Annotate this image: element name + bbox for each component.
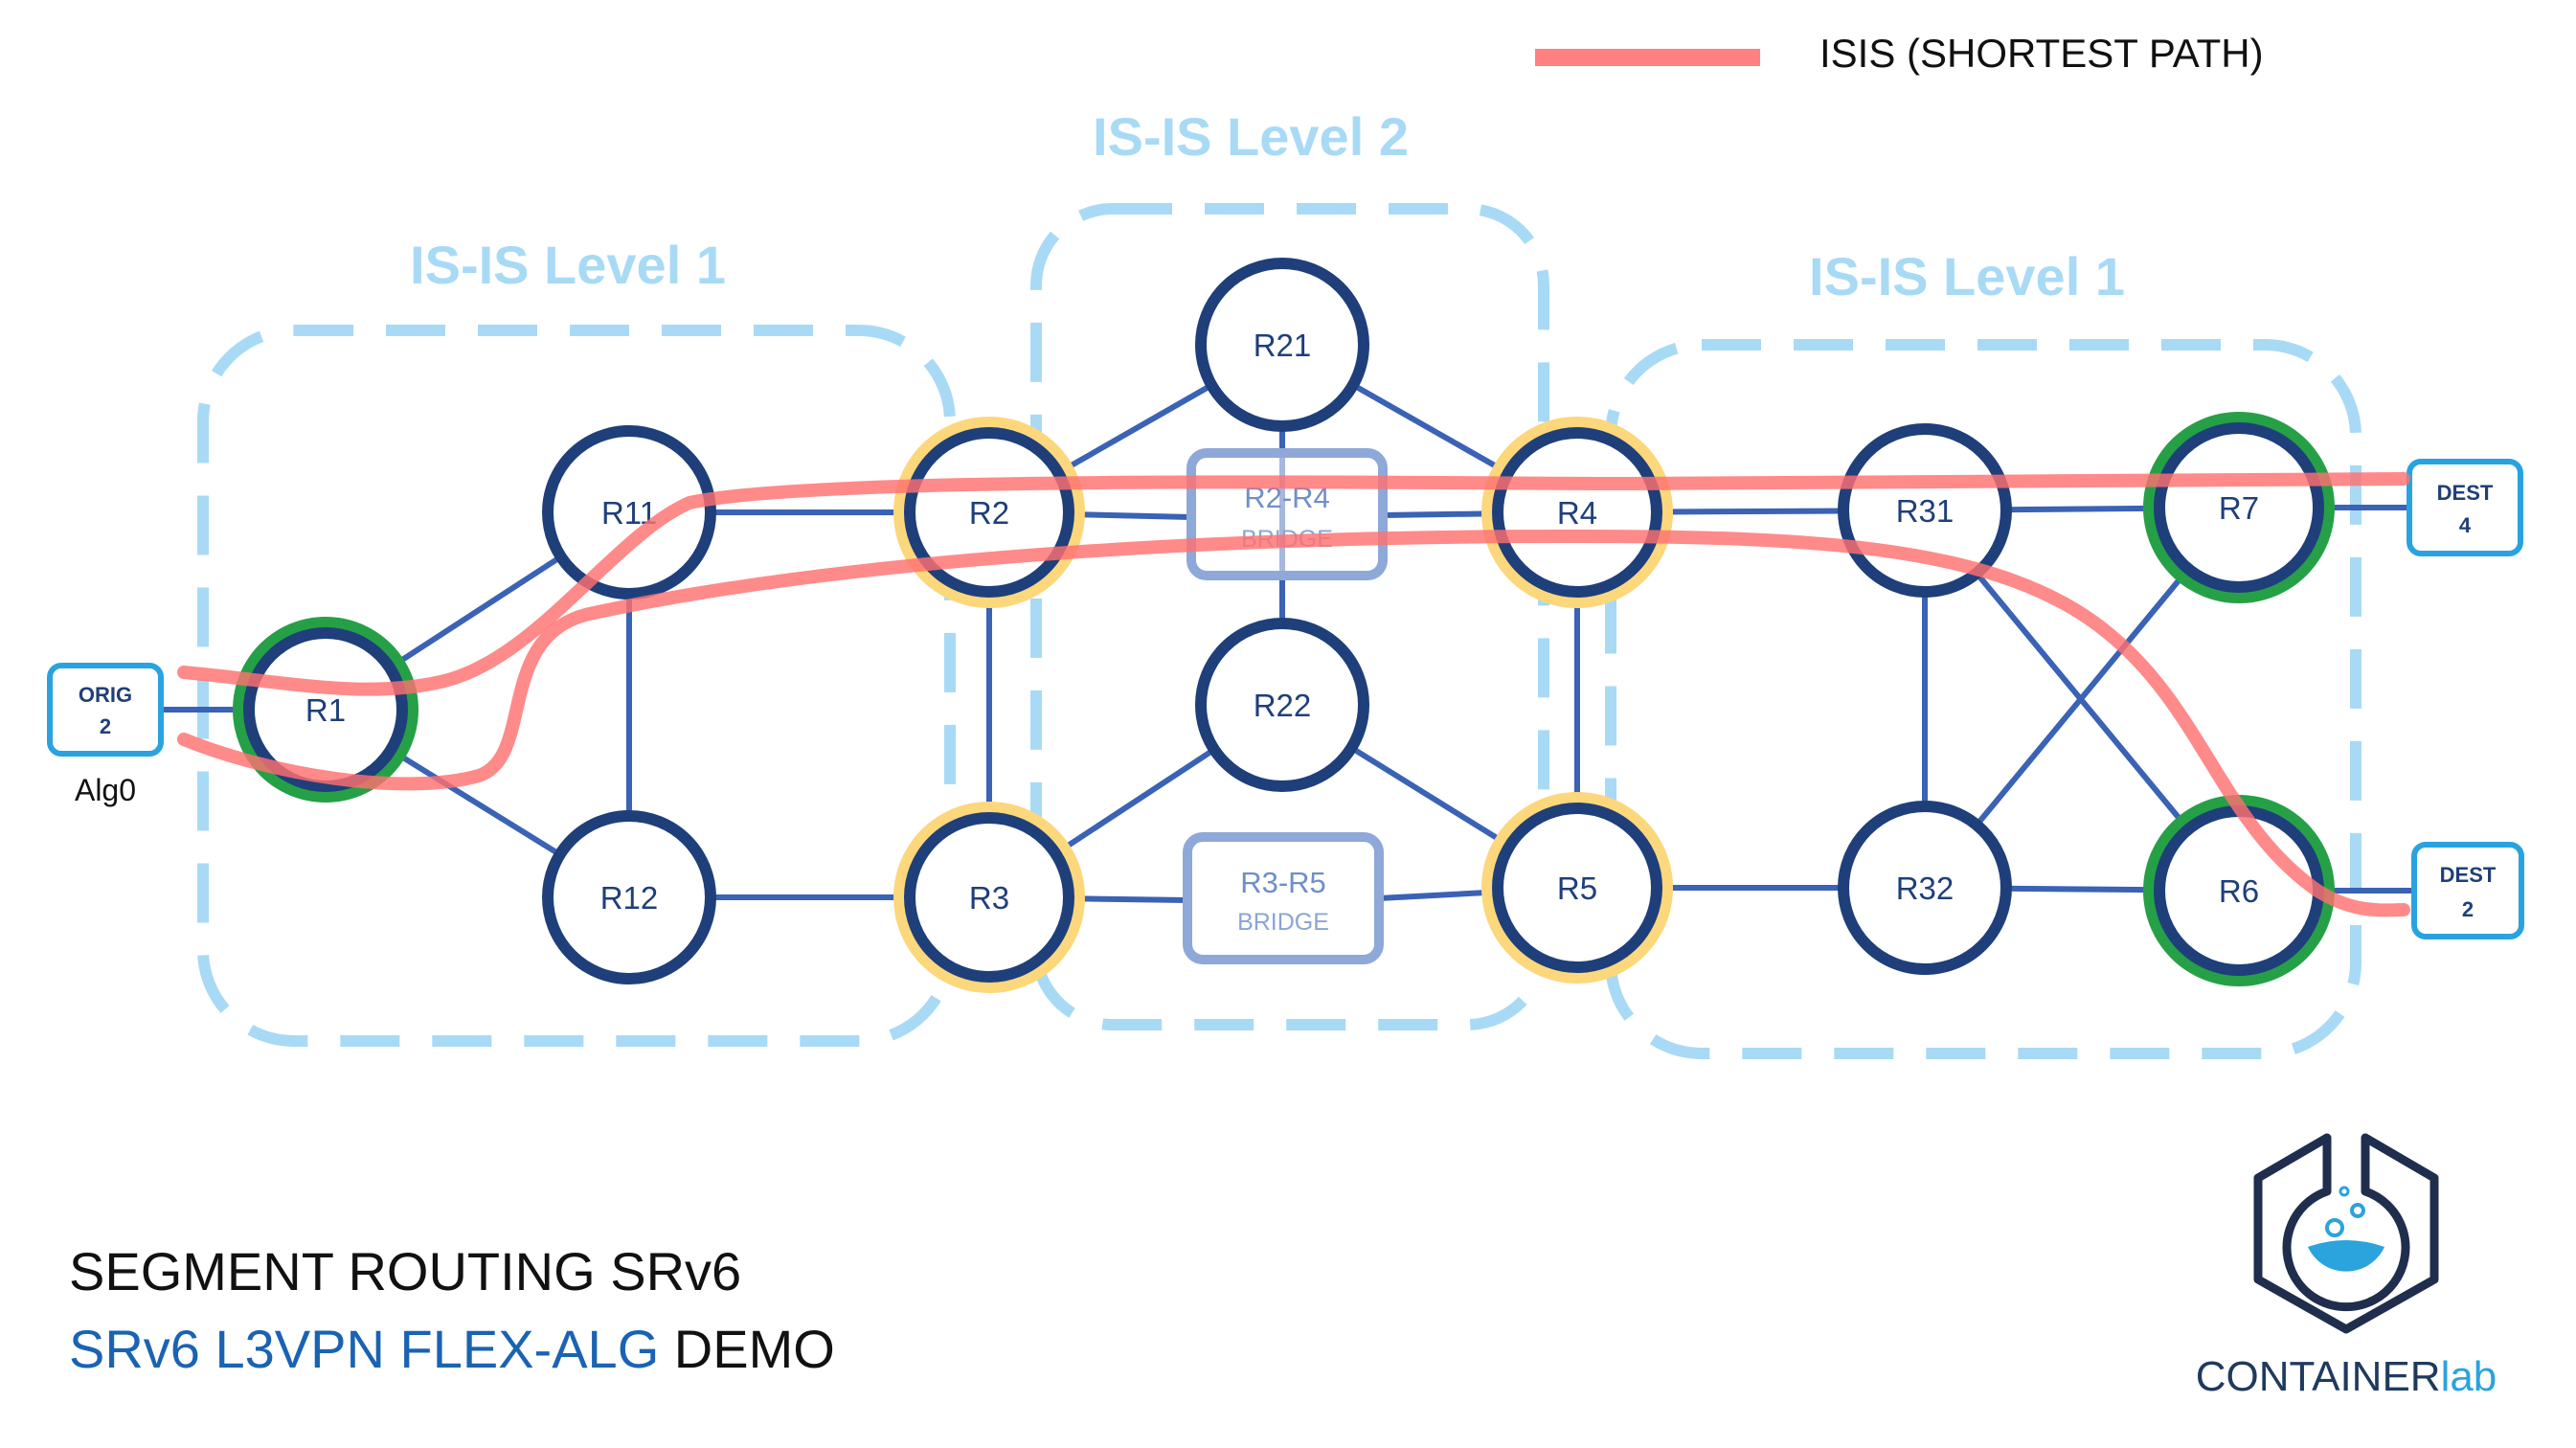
title-block: SEGMENT ROUTING SRv6 SRv6 L3VPN FLEX-ALG… [69, 1241, 835, 1379]
endpoint-label: DEST [2440, 863, 2497, 887]
logo-bubble [2339, 1186, 2350, 1197]
isis-path-to-dest4 [177, 472, 2410, 696]
containerlab-logo: CONTAINERlab [2196, 1133, 2497, 1400]
router-r4: R4 [1481, 417, 1673, 608]
bridge-box [1186, 448, 1388, 580]
legend-label: ISIS (SHORTEST PATH) [1819, 31, 2264, 76]
router-label: R4 [1557, 495, 1597, 531]
isis-path-to-dest2 [177, 529, 2410, 917]
router-label: R32 [1896, 871, 1955, 906]
router-label: R3 [969, 880, 1009, 916]
title-line1: SEGMENT ROUTING SRv6 [69, 1241, 741, 1301]
area-boundary-l2-core [1030, 203, 1549, 1030]
router-label: R21 [1254, 328, 1312, 363]
logo-bubble [2325, 1218, 2344, 1237]
endpoint-box [2411, 842, 2524, 939]
logo-wordmark-part2: lab [2441, 1353, 2497, 1400]
bridge-sublabel: BRIDGE [1237, 909, 1329, 936]
router-ring [1195, 618, 1369, 792]
area-boundary-l1-left [197, 325, 956, 1047]
endpoint-dest2: DEST 2 [2411, 842, 2524, 939]
endpoint-label: DEST [2437, 481, 2494, 505]
logo-wordmark: CONTAINERlab [2196, 1353, 2497, 1400]
bridge-r2-r4: R2-R4 BRIDGE [1186, 448, 1388, 580]
router-ring [2154, 422, 2324, 593]
endpoint-dest4: DEST 4 [2407, 459, 2523, 556]
router-label: R22 [1254, 688, 1312, 723]
router-label: R12 [600, 880, 659, 916]
logo-liquid [2308, 1240, 2384, 1272]
endpoint-label: ORIG [79, 683, 132, 707]
router-ring [1838, 801, 2012, 975]
router-label: R2 [969, 495, 1009, 531]
router-label: R1 [305, 692, 346, 728]
router-ring [904, 812, 1074, 983]
logo-flask-outline [2253, 1133, 2439, 1334]
logo-wordmark-part1: CONTAINER [2196, 1353, 2441, 1400]
title-line2-accent: SRv6 L3VPN FLEX-ALG [69, 1319, 659, 1379]
router-r21: R21 [1195, 258, 1369, 432]
router-ring [542, 810, 716, 984]
router-label: R7 [2219, 490, 2259, 526]
title-line2: SRv6 L3VPN FLEX-ALG DEMO [69, 1319, 835, 1379]
router-r12: R12 [542, 810, 716, 984]
legend: ISIS (SHORTEST PATH) [1535, 31, 2264, 76]
bridge-r3-r5: R3-R5 BRIDGE [1183, 832, 1384, 964]
router-r7: R7 [2143, 412, 2335, 603]
endpoint-label: 4 [2459, 513, 2472, 537]
router-label: R31 [1896, 493, 1955, 529]
router-r32: R32 [1838, 801, 2012, 975]
area-title-l2-core: IS-IS Level 2 [1093, 106, 1409, 167]
router-ring [243, 627, 408, 792]
endpoint-note: Alg0 [75, 773, 136, 807]
area-titles: IS-IS Level 1 IS-IS Level 2 IS-IS Level … [410, 106, 2125, 306]
router-r22: R22 [1195, 618, 1369, 792]
router-r3: R3 [893, 802, 1085, 993]
endpoint-box [47, 663, 164, 757]
bridge-box [1183, 832, 1384, 964]
area-title-l1-right: IS-IS Level 1 [1809, 246, 2125, 306]
router-ring [1492, 427, 1662, 598]
router-ring [1195, 258, 1369, 432]
router-r2: R2 [893, 417, 1085, 608]
router-label: R6 [2219, 873, 2259, 909]
router-label: R5 [1557, 871, 1597, 906]
router-ring [1492, 803, 1662, 973]
areas [197, 203, 2361, 1059]
router-r1: R1 [233, 617, 418, 803]
router-r5: R5 [1481, 792, 1673, 984]
endpoint-box [2407, 459, 2523, 556]
logo-bubble [2350, 1203, 2365, 1218]
title-line2-rest: DEMO [659, 1319, 835, 1379]
routers: R1 R11 R12 R2 R3 R21 [233, 258, 2335, 993]
endpoint-label: 2 [2462, 897, 2474, 921]
router-r11: R11 [542, 425, 716, 600]
router-r6: R6 [2143, 795, 2335, 986]
isis-paths [177, 472, 2410, 917]
endpoint-label: 2 [100, 714, 111, 738]
area-boundary-l1-right [1605, 339, 2361, 1059]
router-ring [542, 425, 716, 600]
bridge-label: R3-R5 [1240, 866, 1326, 899]
endpoint-orig2: ORIG 2 Alg0 [47, 663, 164, 807]
area-title-l1-left: IS-IS Level 1 [410, 235, 726, 295]
